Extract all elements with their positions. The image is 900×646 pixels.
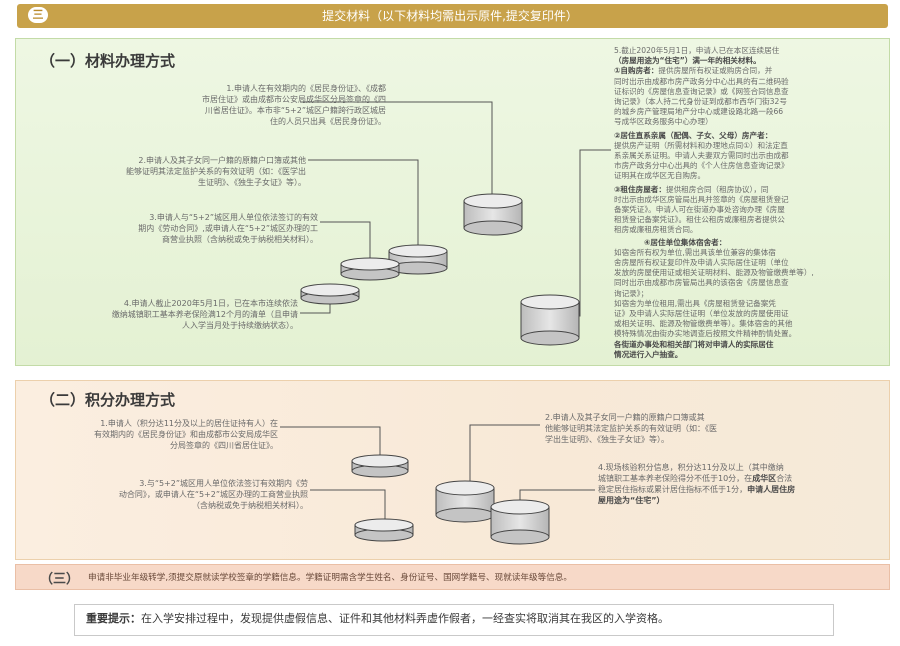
s1-item3-line: 期内《劳动合同》,或申请人在“5+2”城区办理的工 <box>138 224 318 233</box>
p4-head: ④居住单位集体宿舍者： <box>644 237 727 247</box>
section3-title: （三） <box>40 572 80 587</box>
p4-line: 询记录》； <box>614 288 649 298</box>
s1-item3-line: 3.申请人与“5+2”城区用人单位依法签订的有效 <box>149 213 318 222</box>
s2-item1-line: 有效期内的《居民身份证》和由成都市公安局成华区 <box>94 430 278 439</box>
s2-item4-line: 4.现场核验积分信息，积分达11分及以上（其中缴纳 <box>598 463 784 472</box>
section-number-badge: 三 <box>28 7 48 23</box>
cylinder-6 <box>351 454 409 478</box>
section2-panel <box>15 380 890 560</box>
cylinder-8 <box>490 499 550 545</box>
p1-line: 同时出示由成都市房产政务分中心出具的有二维码验 <box>614 76 789 86</box>
s2-item3-line: 动合同》，或申请人在“5+2”城区办理的工商营业执照 <box>118 490 308 499</box>
section1-title: （一）材料办理方式 <box>40 52 176 70</box>
p1-line: 提供房屋所有权证或购房合同，并 <box>658 66 773 76</box>
s2-item4-bold: 成华区 <box>752 474 777 483</box>
s1-item1: 1.申请人在有效期内的《居民身份证》、《成都 市居住证》或由成都市公安局成华区分… <box>150 83 386 127</box>
s1-item3-line: 商营业执照（含纳税或免于纳税相关材料）。 <box>162 235 318 244</box>
p3-line: 时出示由成华区房管局出具并签章的《房屋租赁登记 <box>614 194 789 204</box>
s1-item1-line: 住的人员只出具《居民身份证》。 <box>270 117 386 126</box>
p2-line: 市房产政务分中心出具的《个人住房信息查询记录》 <box>614 161 789 171</box>
p3-head: ③租住房屋者： <box>614 184 666 194</box>
p5-line: 证》及申请人实际居住证明（单位发放的房屋使用证 <box>614 309 789 319</box>
p3-line: 租赁登记备案凭证》。租住公租房或廉租房者提供公 <box>614 215 785 225</box>
s1-item2-line: 2.申请人及其子女同一户籍的原籍户口簿或其他 <box>138 156 306 165</box>
s2-item1-line: 1.申请人（积分达11分及以上的居住证持有人）在 <box>100 419 278 428</box>
cylinder-4 <box>300 283 360 305</box>
s1-item5-line: （房屋用途为“住宅”）满一年的相关材料。 <box>614 56 761 66</box>
s2-item4-line: 合法 <box>776 474 793 483</box>
s2-item3: 3.与“5+2”城区用人单位依法签订有效期内《劳 动合同》，或申请人在“5+2”… <box>50 478 308 511</box>
p2-line: 提供房产证明（所需材料和办理地点同①）和法定直 <box>614 140 788 150</box>
s1-item4-line: 缴纳城镇职工基本养老保险满12个月的清单（且申请 <box>111 310 298 319</box>
s1-item1-line: 1.申请人在有效期内的《居民身份证》、《成都 <box>226 84 386 93</box>
s2-item4: 4.现场核验积分信息，积分达11分及以上（其中缴纳 城镇职工基本养老保险得分不低… <box>598 462 878 506</box>
notice-body: 在入学安排过程中，发现提供虚假信息、证件和其他材料弄虚作假者，一经查实将取消其在… <box>141 612 669 625</box>
s1-item2-line: 生证明》、《独生子女证》等）。 <box>198 178 306 187</box>
section3-text: 申请非毕业年级转学,须提交原就读学校签章的学籍信息。学籍证明需含学生姓名、身份证… <box>88 573 572 583</box>
p1-head: ①自购房者： <box>614 66 659 76</box>
cylinder-5 <box>520 294 580 346</box>
s2-item3-line: 3.与“5+2”城区用人单位依法签订有效期内《劳 <box>139 479 308 488</box>
s1-item5: 5.截止2020年5月1日，申请人已在本区连续居住 （房屋用途为“住宅”）满一年… <box>614 46 876 360</box>
p5-line: 如宿舍为单位租用,需出具《房屋租赁登记备案凭 <box>614 298 776 308</box>
p1-line: 证标识的《房屋信息查询记录》或《网签合同信息查 <box>614 86 789 96</box>
p2-line: 证明其在成华区无自购房。 <box>614 171 706 181</box>
p3-line: 备案凭证》。申请人可在街道办事处咨询办理《房屋 <box>614 205 785 215</box>
s2-item2-line: 他能够证明其法定监护关系的有效证明（如：《医 <box>545 424 717 433</box>
cylinder-7 <box>435 480 495 523</box>
p4-line: 舍房屋所有权证复印件及申请人实际居住证明（单位 <box>614 258 789 268</box>
s2-item2-line: 学出生证明》、《独生子女证》等）。 <box>545 435 669 444</box>
header-title: 提交材料（以下材料均需出示原件,提交复印件） <box>322 9 578 23</box>
p4-line: 同时出示由成都市房管局出具的该宿舍《房屋信息查 <box>614 278 789 288</box>
section1-panel <box>15 38 890 366</box>
s2-item4-line: 稳定居住指标或累计居住指标不低于1分， <box>598 485 748 494</box>
section3-panel <box>15 564 890 590</box>
p2-line: 系亲属关系证明。申请人夫妻双方需同时出示由成都 <box>614 151 789 161</box>
s1-item2: 2.申请人及其子女同一户籍的原籍户口簿或其他 能够证明其法定监护关系的有效证明（… <box>60 155 306 188</box>
s1-item1-line: 市居住证》或由成都市公安局成华区分局签章的《四 <box>202 95 386 104</box>
cylinder-1 <box>463 193 523 236</box>
s2-item4-line: 城镇职工基本养老保险得分不低于10分，在 <box>598 474 753 483</box>
s1-item3: 3.申请人与“5+2”城区用人单位依法签订的有效 期内《劳动合同》,或申请人在“… <box>60 212 318 245</box>
header-bar <box>17 4 888 28</box>
s1-item4: 4.申请人截止2020年5月1日，已在本市连续依法 缴纳城镇职工基本养老保险满1… <box>50 298 298 331</box>
s2-item1-line: 分局签章的《四川省居住证》。 <box>170 441 278 450</box>
final-line: 各街道办事处和相关部门将对申请人的实际居住 <box>614 339 774 349</box>
p5-line: 模特殊情况由街办实地调查后按照文件精神酌情处置。 <box>614 329 797 339</box>
p4-line: 发放的房屋使用证或相关证明材料、能源及物管缴费单等）, <box>614 268 814 278</box>
s1-item5-line: 5.截止2020年5月1日，申请人已在本区连续居住 <box>614 46 780 55</box>
cylinder-9 <box>354 518 414 542</box>
section2-title: （二）积分办理方式 <box>40 391 176 409</box>
p1-line: 号成华区政务服务中心办理） <box>614 117 713 127</box>
s2-item2-line: 2.申请人及其子女同一户籍的原籍户口簿或其 <box>545 413 705 422</box>
s2-item1: 1.申请人（积分达11分及以上的居住证持有人）在 有效期内的《居民身份证》和由成… <box>50 418 278 451</box>
s1-item4-line: 4.申请人截止2020年5月1日，已在本市连续依法 <box>123 299 298 308</box>
final-line: 情况进行入户抽查。 <box>614 349 683 359</box>
notice-box <box>74 604 834 636</box>
notice-label: 重要提示： <box>86 612 141 625</box>
p3-line: 提供租房合同（租房协议），同 <box>666 184 769 194</box>
s2-item4-bold: 申请人居住房 <box>747 485 796 494</box>
s1-item2-line: 能够证明其法定监护关系的有效证明（如：《医学出 <box>126 167 306 176</box>
cylinder-2 <box>388 244 448 275</box>
notice-text: 重要提示：在入学安排过程中，发现提供虚假信息、证件和其他材料弄虚作假者，一经查实… <box>86 612 831 626</box>
p1-line: 的城乡房产管理局地产分中心或建设路北路一段66 <box>614 107 784 117</box>
p4-line: 如宿舍所有权为单位,需出具该单位兼容的集体宿 <box>614 247 776 257</box>
s2-item2: 2.申请人及其子女同一户籍的原籍户口簿或其 他能够证明其法定监护关系的有效证明（… <box>545 412 785 445</box>
p1-line: 询记录》（本人持二代身份证到成都市西华门街32号 <box>614 97 787 107</box>
p3-line: 租房或廉租房租赁合同。 <box>614 225 698 235</box>
p5-line: 或相关证明、能源及物管缴费单等）。集体宿舍的其他 <box>614 319 793 329</box>
s1-item4-line: 人入学当月处于持续缴纳状态）。 <box>182 321 298 330</box>
s2-item4-bold: 屋用途为“住宅”） <box>598 496 665 505</box>
p2-head: ②居住直系亲属（配偶、子女、父母）房产者： <box>614 130 773 140</box>
cylinders <box>300 193 580 545</box>
cylinder-3 <box>340 257 400 281</box>
s2-item3-line: （含纳税或免于纳税相关材料）。 <box>192 501 308 510</box>
s1-item1-line: 川省居住证》。本市非“5+2”城区户籍跨行政区城居 <box>204 106 386 115</box>
